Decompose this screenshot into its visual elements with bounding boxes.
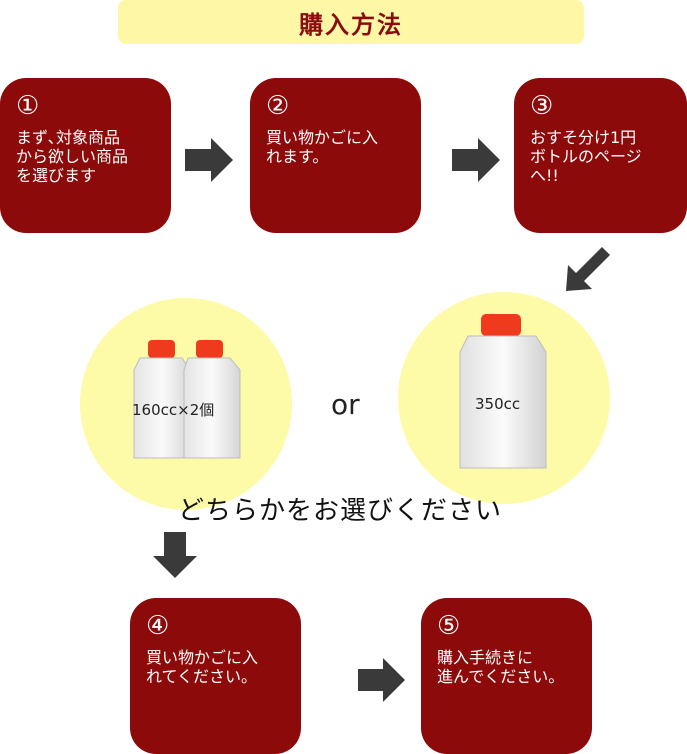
step-3-number: ③ (530, 91, 554, 121)
bottle-pair-icon (133, 340, 241, 459)
bottle-large-icon (459, 314, 547, 469)
step-2-text: 買い物かごに入 れます。 (266, 128, 379, 166)
option-small-label: 160cc×2個 (132, 401, 215, 419)
step-5-number: ⑤ (437, 611, 461, 641)
arrow-down-icon (153, 532, 197, 578)
step-1-text: まず､対象商品 から欲しい商品 を選びます (16, 128, 129, 185)
step-5-box: ⑤ 購入手続きに 進んでください。 (421, 598, 592, 754)
step-2-box: ② 買い物かごに入 れます。 (250, 78, 421, 233)
step-3-box: ③ おすそ分け1円 ボトルのページ へ!! (514, 78, 687, 233)
arrow-down-left-icon (566, 247, 610, 291)
arrow-right-icon (185, 138, 233, 182)
step-4-number: ④ (146, 611, 170, 641)
choose-instruction: どちらかをお選びください (178, 496, 503, 526)
or-text: or (331, 388, 360, 421)
step-5-text: 購入手続きに 進んでください。 (437, 648, 565, 686)
arrow-right-icon (452, 138, 500, 182)
option-large-label: 350cc (475, 395, 521, 413)
step-1-box: ① まず､対象商品 から欲しい商品 を選びます (0, 78, 171, 233)
step-2-number: ② (266, 91, 290, 121)
step-3-text: おすそ分け1円 ボトルのページ へ!! (530, 128, 642, 185)
step-4-box: ④ 買い物かごに入 れてください。 (130, 598, 301, 754)
page-title: 購入方法 (118, 0, 584, 44)
arrow-right-icon (358, 658, 405, 702)
step-4-text: 買い物かごに入 れてください。 (146, 648, 259, 686)
step-1-number: ① (16, 91, 40, 121)
